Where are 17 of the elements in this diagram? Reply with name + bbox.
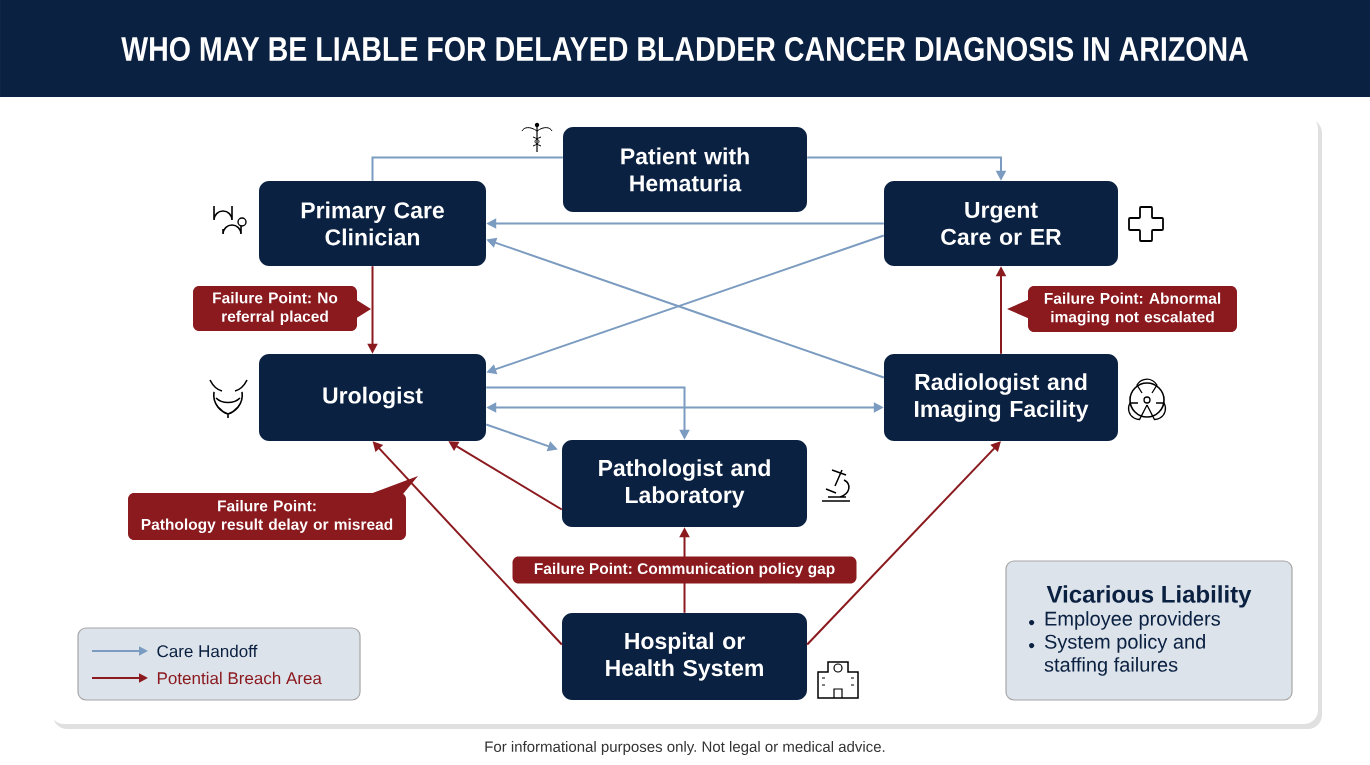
process-box: Urologist — [259, 354, 486, 441]
process-box: Radiologist and Imaging Facility — [884, 354, 1118, 441]
callout-box: Failure Point: No referral placed — [193, 286, 371, 331]
legend-label: Potential Breach Area — [157, 671, 322, 685]
arrow — [806, 441, 1001, 646]
callout-box: Failure Point: Pathology result delay or misread — [128, 476, 418, 540]
title-bar: WHO MAY BE LIABLE FOR DELAYED BLADDER CANCER DIAGNOSIS IN ARIZONA — [0, 0, 1370, 97]
process-box: Pathologist and Laboratory — [562, 440, 807, 527]
process-box: Primary Care Clinician — [259, 181, 486, 266]
footer-note: For informational purposes only. Not legal or medical advice. — [485, 741, 885, 755]
process-box: Hospital or Health System — [562, 613, 807, 700]
process-box: Urgent Care or ER — [884, 181, 1118, 266]
process-box: Patient with Hematuria — [563, 127, 807, 212]
legend-label: Care Handoff — [157, 644, 258, 658]
callout-box: Failure Point: Communication policy gap — [512, 556, 857, 584]
info-panel: Vicarious Liability Employee providers System policy and staffing failures — [1005, 560, 1293, 701]
callout-box: Failure Point: Abnormal imaging not escalated — [1007, 286, 1237, 332]
